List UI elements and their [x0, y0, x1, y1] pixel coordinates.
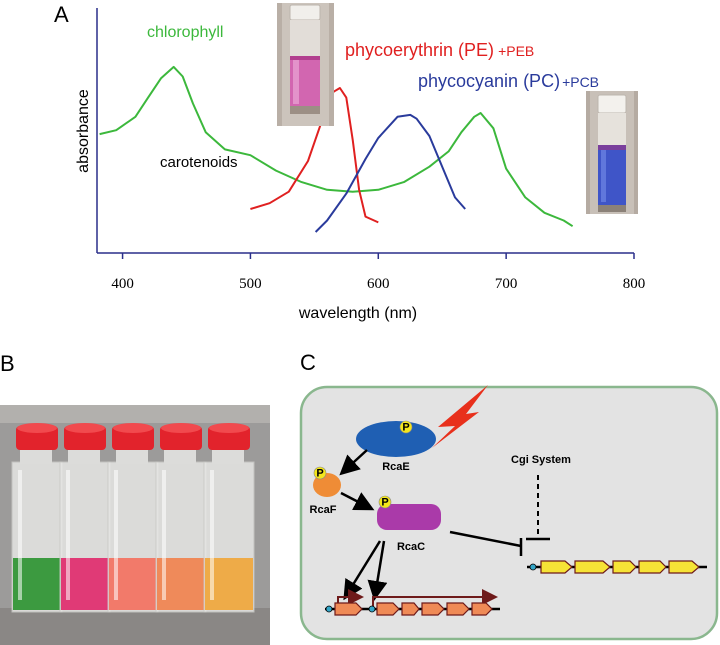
- series-label-pc: phycocyanin (PC)+PCB: [418, 71, 599, 91]
- arrow-rcac-operon-2: [367, 540, 388, 601]
- vial-photo-pe: [277, 3, 334, 126]
- x-tick-label-400: 400: [111, 276, 134, 292]
- panel-label-b: B: [0, 351, 15, 376]
- series-line-0: [99, 65, 574, 228]
- rcaf-label: RcaF: [310, 504, 337, 516]
- x-tick-label-600: 600: [367, 276, 390, 292]
- x-axis-ticks: 400 500 600 700 800: [111, 253, 645, 292]
- series-layer: [99, 65, 574, 233]
- culture-vial-0: [11, 423, 63, 613]
- signaling-diagram: P RcaE P RcaF P RcaC Cgi System: [299, 385, 719, 641]
- panel-label-c: C: [300, 350, 316, 375]
- rcae-node: [356, 421, 436, 457]
- annotation-carotenoids: carotenoids: [160, 154, 238, 171]
- arrow-rcae-rcaf: [339, 449, 368, 476]
- y-axis-label: absorbance: [75, 89, 92, 173]
- rcae-label: RcaE: [382, 461, 410, 473]
- phospho-rcac-icon: [378, 495, 392, 509]
- rcac-node: [377, 504, 441, 530]
- cgi-system-label: Cgi System: [511, 454, 571, 466]
- culture-vial-2: [107, 423, 159, 613]
- phospho-label-rcaf: P: [316, 468, 323, 480]
- panel-label-a: A: [54, 2, 69, 27]
- cell-outline: [299, 385, 719, 641]
- operon-repressed: [527, 560, 707, 574]
- series-label-chlorophyll: chlorophyll: [147, 24, 223, 41]
- culture-vials: [11, 423, 255, 613]
- light-bolt-icon: [432, 385, 488, 448]
- phospho-label-rcac: P: [381, 497, 388, 509]
- phospho-rcae-icon: [399, 420, 413, 434]
- operon-induced: [325, 589, 500, 616]
- x-tick-label-700: 700: [495, 276, 518, 292]
- culture-vial-3: [155, 423, 207, 613]
- arrow-rcaf-rcac: [340, 491, 375, 511]
- rcac-label: RcaC: [397, 541, 425, 553]
- culture-vial-4: [203, 423, 255, 613]
- arrow-rcac-operon-1: [343, 540, 382, 601]
- vial-photo-pc: [586, 91, 638, 214]
- culture-vial-1: [59, 423, 111, 613]
- series-line-1: [250, 87, 379, 224]
- series-line-2: [314, 113, 466, 233]
- series-label-pe: phycoerythrin (PE)+PEB: [345, 40, 534, 60]
- x-axis-label: wavelength (nm): [298, 305, 417, 322]
- phospho-rcaf-icon: [313, 466, 327, 480]
- phospho-label-rcae: P: [402, 422, 409, 434]
- absorbance-chart: 400 500 600 700 800 absorbance wavelength (n…: [75, 8, 645, 322]
- cultures-photo: [0, 405, 270, 645]
- x-tick-label-500: 500: [239, 276, 262, 292]
- x-tick-label-800: 800: [623, 276, 646, 292]
- rcac-repression-line: [449, 530, 522, 548]
